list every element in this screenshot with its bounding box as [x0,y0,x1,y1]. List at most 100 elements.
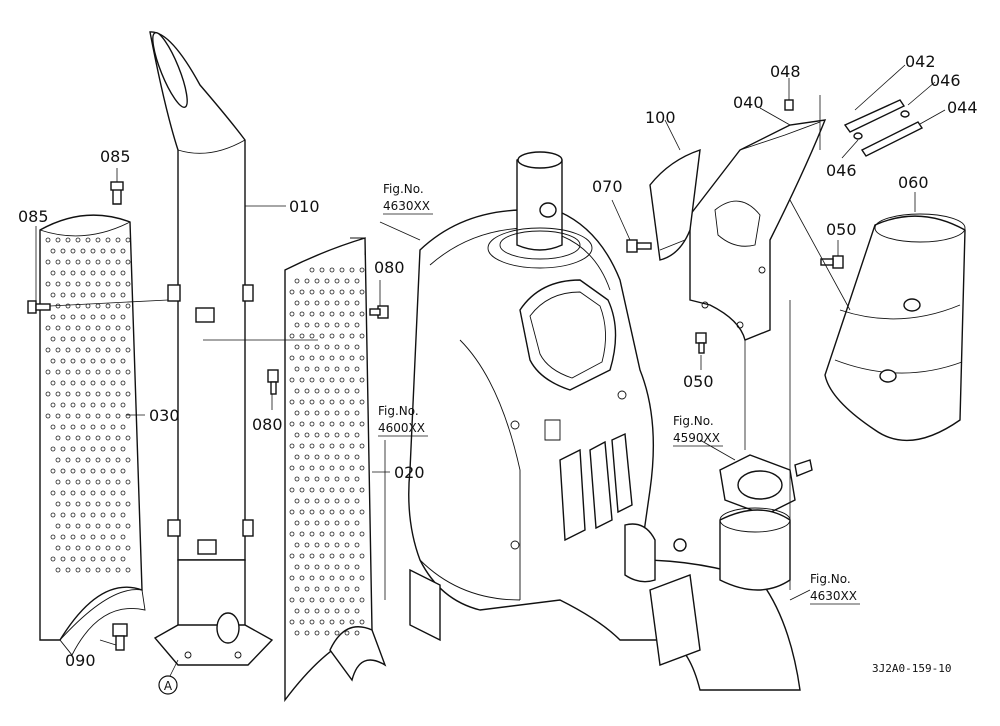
perforation-hole [95,523,101,529]
perforation-hole [349,421,355,427]
callout-040: 040 [733,93,764,112]
heat-shield-040 [689,119,827,341]
perforation-hole [294,564,300,570]
perforation-hole [344,542,350,548]
perforation-hole [334,564,340,570]
washer-048 [784,99,794,111]
perforation-hole [354,432,360,438]
callout-050-bottom: 050 [683,372,714,391]
perforation-hole [329,619,335,625]
perforation-hole [289,509,295,515]
perforation-hole [324,322,330,328]
perforation-hole [45,325,51,331]
perforation-hole [349,443,355,449]
perforation-hole [339,575,345,581]
bolt-070 [626,239,652,253]
perforation-hole [319,421,325,427]
perforation-hole [354,322,360,328]
perforation-hole [100,512,106,518]
perforation-hole [110,248,116,254]
perforation-hole [55,281,61,287]
perforation-hole [319,377,325,383]
perforation-hole [50,380,56,386]
exhaust-flange [673,454,813,591]
perforation-hole [100,358,106,364]
perforation-hole [314,300,320,306]
perforation-hole [110,292,116,298]
perforation-hole [45,413,51,419]
drawing-code: 3J2A0-159-10 [872,662,951,675]
perforation-hole [55,567,61,573]
perforation-hole [45,237,51,243]
perforation-hole [349,399,355,405]
perforation-hole [299,443,305,449]
perforation-hole [339,333,345,339]
perforation-hole [299,465,305,471]
perforation-hole [55,413,61,419]
callout-050-right: 050 [826,220,857,239]
perforation-hole [304,454,310,460]
perforation-hole [289,399,295,405]
perforation-hole [324,366,330,372]
svg-text:4590XX: 4590XX [673,431,720,445]
callout-080-right: 080 [374,258,405,277]
perforation-hole [80,248,86,254]
perforation-hole [115,435,121,441]
perforation-hole [115,413,121,419]
perforation-hole [359,531,365,537]
bolt-080-left [267,369,279,395]
perforation-hole [349,311,355,317]
perforation-hole [319,531,325,537]
perforation-hole [50,556,56,562]
perforation-hole [319,465,325,471]
perforation-hole [339,267,345,273]
perforation-hole [75,237,81,243]
perforation-hole [329,333,335,339]
perforation-hole [80,512,86,518]
perforation-hole [50,292,56,298]
perforation-hole [359,399,365,405]
perforation-hole [339,289,345,295]
perforation-hole [110,402,116,408]
perforation-hole [50,424,56,430]
perforation-hole [314,498,320,504]
perforation-hole [289,289,295,295]
perforation-hole [314,344,320,350]
perforation-hole [70,446,76,452]
svg-text:Fig.No.: Fig.No. [673,414,714,428]
perforation-hole [115,303,121,309]
perforation-hole [55,325,61,331]
perforation-hole [324,410,330,416]
perforation-hole [299,355,305,361]
perforation-hole [65,501,71,507]
perforation-hole [110,358,116,364]
perforation-hole [344,432,350,438]
perforation-hole [125,545,131,551]
perforation-hole [339,311,345,317]
perforation-hole [324,388,330,394]
perforation-hole [50,270,56,276]
perforation-hole [324,300,330,306]
perforation-hole [75,457,81,463]
perforation-hole [80,402,86,408]
perforation-hole [349,333,355,339]
perforation-hole [354,498,360,504]
perforation-hole [294,520,300,526]
clamp-strip-042 [843,99,906,133]
perforation-hole [65,523,71,529]
perforation-hole [294,278,300,284]
perforation-hole [95,325,101,331]
perforation-hole [314,454,320,460]
perforation-hole [50,512,56,518]
perforation-hole [289,597,295,603]
perforation-hole [85,259,91,265]
perforation-hole [70,314,76,320]
perforation-hole [304,432,310,438]
perforation-hole [304,630,310,636]
perforation-hole [349,267,355,273]
exhaust-pipe-010 [149,31,274,666]
perforation-hole [289,487,295,493]
perforation-hole [80,446,86,452]
perforation-hole [115,457,121,463]
perforation-hole [70,490,76,496]
